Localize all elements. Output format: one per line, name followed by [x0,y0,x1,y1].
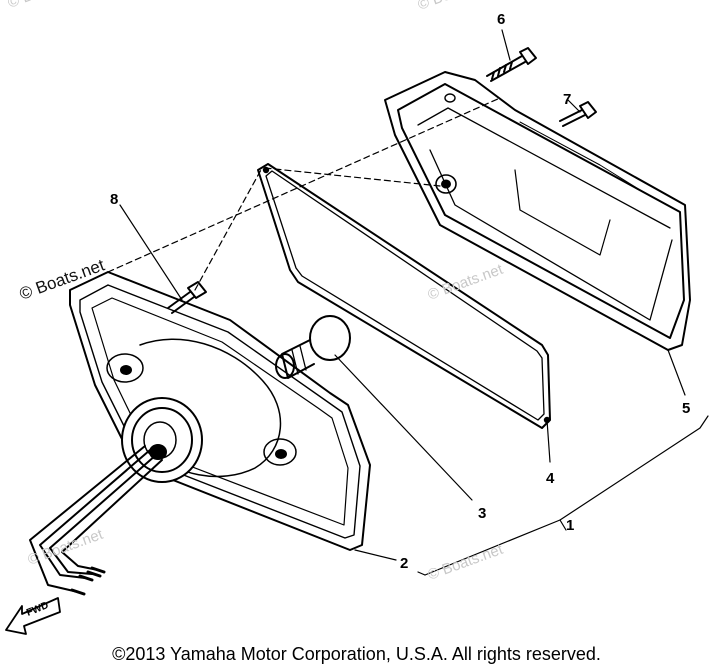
callout-3: 3 [478,505,486,522]
callout-6: 6 [497,11,505,28]
bulb-socket [121,397,203,483]
watermark-mid: © Boats.net [426,261,506,304]
lamp-housing [384,71,691,351]
callout-5: 5 [682,400,690,417]
screw-frame [167,281,207,314]
callout-8: 8 [110,191,118,208]
copyright-notice: ©2013 Yamaha Motor Corporation, U.S.A. A… [112,644,601,664]
callout-1: 1 [566,517,574,534]
wire-harness [29,445,163,596]
callout-4: 4 [546,470,555,487]
screw-short [559,101,597,127]
callout-2: 2 [400,555,408,572]
lens-frame [69,271,371,551]
watermark-bottom-center: © Boats.net [426,541,506,584]
leader-lines [107,29,709,576]
callout-7: 7 [563,91,571,108]
bulb [275,315,351,379]
watermark-top-center: © Boats.net [416,0,496,14]
screw-long [486,47,537,82]
callout-labels: 1 2 3 4 5 6 7 8 [110,11,690,572]
watermark-bottom-left: © Boats.net [26,526,106,569]
watermark-top-left: © Boats.net [6,0,86,12]
fwd-arrow [5,597,61,635]
